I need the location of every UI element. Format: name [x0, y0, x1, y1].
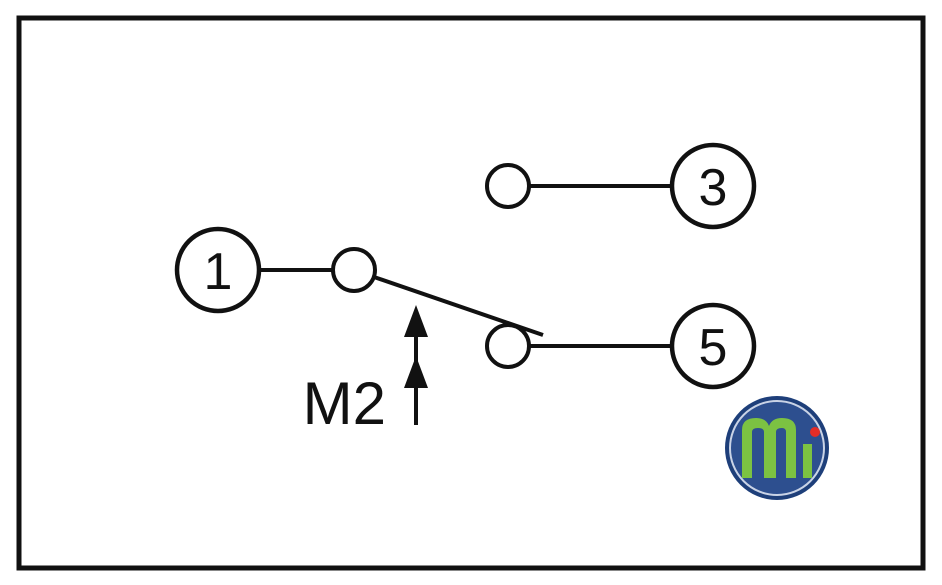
contact-node-pivot — [333, 249, 375, 291]
brand-logo — [725, 396, 829, 500]
terminal-1-label: 1 — [204, 243, 233, 301]
terminal-3-label: 3 — [699, 159, 728, 217]
logo-i-dot — [810, 427, 820, 437]
contact-node-upper — [487, 165, 529, 207]
terminal-5-label: 5 — [699, 319, 728, 377]
motion-label-m2: M2 — [303, 370, 386, 437]
logo-m-glyph — [742, 418, 796, 478]
logo-i-stem — [803, 444, 812, 478]
contact-node-lower — [487, 325, 529, 367]
